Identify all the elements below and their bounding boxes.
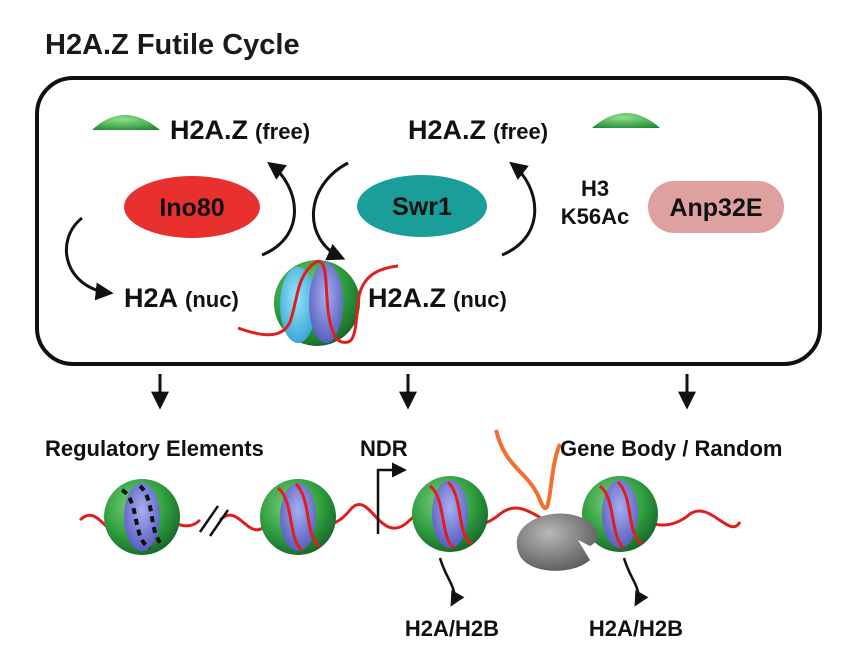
nucleosome-regulatory-2 xyxy=(260,479,336,555)
rna-transcript xyxy=(494,429,562,511)
cycle-box xyxy=(35,76,822,366)
nucleosome-gene-body xyxy=(582,476,658,552)
free-h2az-left-label: H2A.Z(free) xyxy=(170,115,310,145)
swr1-arrow xyxy=(311,161,349,261)
swr1-enzyme xyxy=(357,175,487,237)
tss-arrow-icon xyxy=(376,462,407,534)
gene-body-label: Gene Body / Random xyxy=(560,436,782,461)
nucleosome-regulatory-1 xyxy=(104,479,180,555)
anp32e-enzyme xyxy=(648,181,784,233)
regulatory-elements-label: Regulatory Elements xyxy=(45,436,264,461)
h2az-nuc-label: H2A.Z(nuc) xyxy=(368,283,507,313)
anp32e-label: Anp32E xyxy=(669,194,762,222)
free-h2az-right-icon xyxy=(592,113,660,128)
ndr-label: NDR xyxy=(360,436,408,461)
polymerase-icon xyxy=(516,513,598,571)
h3-mark-line1: H3 xyxy=(581,176,609,201)
ino80-label: Ino80 xyxy=(159,194,224,222)
ino80-enzyme xyxy=(124,176,260,238)
dna-break-icon xyxy=(198,505,230,537)
swr1-label: Swr1 xyxy=(392,193,452,221)
diagram-title: H2A.Z Futile Cycle xyxy=(45,29,300,61)
h3-mark-line2: K56Ac xyxy=(561,204,629,229)
free-h2az-left-icon xyxy=(92,115,160,130)
h2az-nucleosome-center xyxy=(237,260,399,346)
ino80-arrow xyxy=(65,216,114,301)
nucleosome-ndr xyxy=(412,476,488,552)
evicted-h2a-h2b-right: H2A/H2B xyxy=(589,616,683,641)
release-arrow-left xyxy=(261,161,296,257)
eviction-arrow-left xyxy=(438,557,465,607)
release-arrow-right xyxy=(501,161,537,257)
h2a-nuc-label: H2A(nuc) xyxy=(124,283,239,313)
free-h2az-right-label: H2A.Z(free) xyxy=(408,115,548,145)
evicted-h2a-h2b-left: H2A/H2B xyxy=(405,616,499,641)
eviction-arrow-right xyxy=(622,557,649,607)
